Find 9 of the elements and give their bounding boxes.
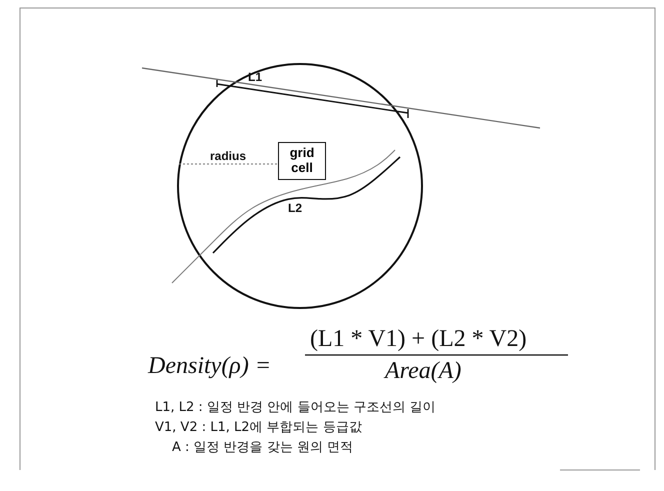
definition-text: A : 일정 반경을 갖는 원의 면적 xyxy=(172,441,354,456)
line-label: L2 xyxy=(288,202,302,216)
formula-text: Density(ρ) = xyxy=(148,353,272,380)
formula-denominator: Area(A) xyxy=(385,358,462,384)
definition-text: V1, V2 : L1, L2에 부합되는 등급값 xyxy=(155,421,362,436)
formula-numerator: (L1 * V1) + (L2 * V2) xyxy=(310,326,527,352)
grid-cell-box: grid cell xyxy=(278,142,326,180)
definition-text: L1, L2 : 일정 반경 안에 들어오는 구조선의 길이 xyxy=(155,401,436,416)
radius-label: radius xyxy=(210,150,246,164)
